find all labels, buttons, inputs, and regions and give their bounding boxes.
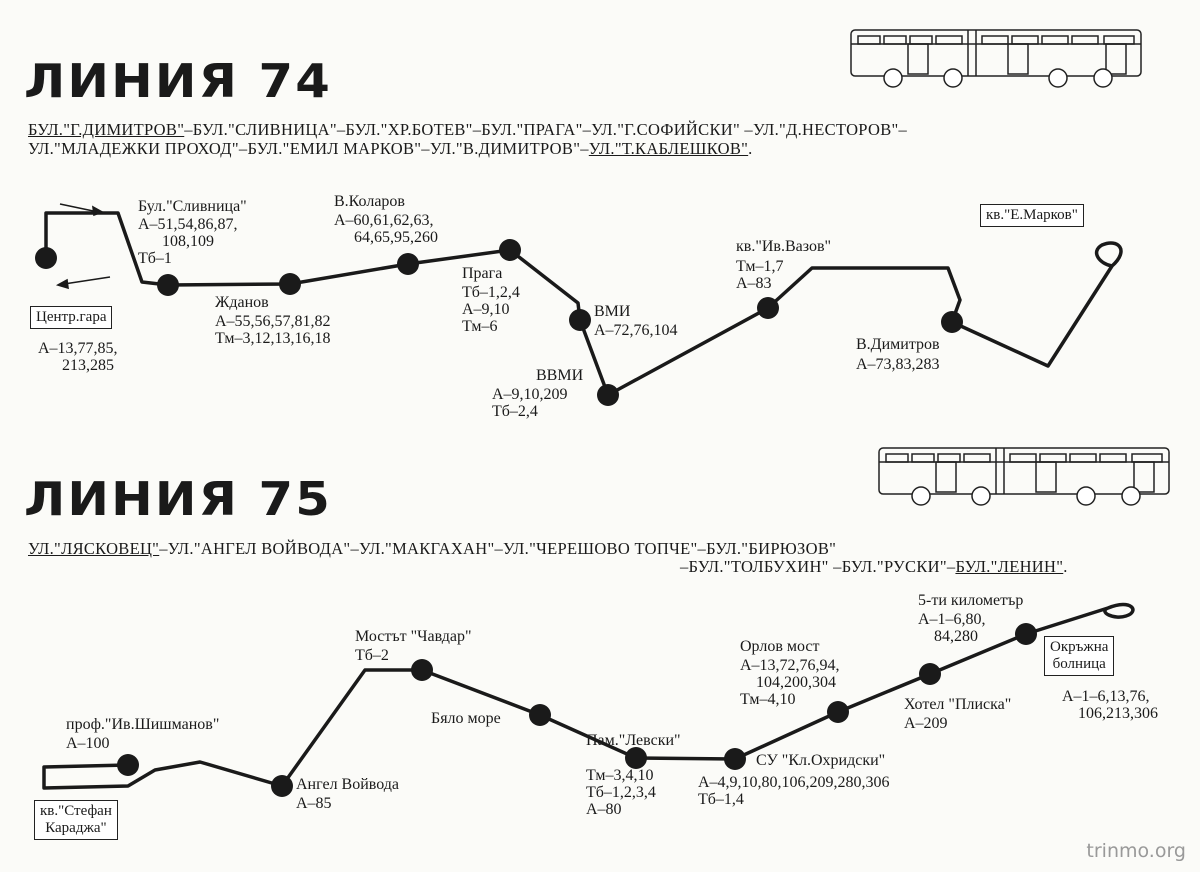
stop-lines: Тм–3,4,10 Тб–1,2,3,4 А–80 <box>586 767 656 818</box>
stop-lines: А–209 <box>904 715 948 732</box>
stop-lines: А–1–6,80, 84,280 <box>918 611 986 645</box>
stop-name: Орлов мост <box>740 638 820 655</box>
stop-dot <box>499 239 521 261</box>
stop-name: В.Коларов <box>334 193 405 210</box>
stop-dot <box>827 701 849 723</box>
stop-lines: А–9,10,209 Тб–2,4 <box>492 386 568 420</box>
stop-name: В.Димитров <box>856 336 940 353</box>
stop-lines: Тм–1,7 А–83 <box>736 258 784 292</box>
route-street-start: БУЛ."Г.ДИМИТРОВ" <box>28 120 185 139</box>
stop-name: Мостът "Чавдар" <box>355 628 472 645</box>
stop-dot <box>157 274 179 296</box>
route-streets: –УЛ."АНГЕЛ ВОЙВОДА"–УЛ."МАКГАХАН"–УЛ."ЧЕ… <box>159 539 837 558</box>
stop-dot <box>279 273 301 295</box>
line74-stops <box>35 239 963 406</box>
stop-name: ВВМИ <box>536 367 584 384</box>
stop-dot <box>271 775 293 797</box>
stop-name: Прага <box>462 265 503 282</box>
stop-name: 5-ти километър <box>918 592 1024 609</box>
line75-route <box>42 602 1135 790</box>
stop-name: Ангел Войвода <box>296 776 400 793</box>
stop-dot <box>117 754 139 776</box>
stop-lines: Тб–1,2,4 А–9,10 Тм–6 <box>462 284 520 335</box>
stop-dot <box>941 311 963 333</box>
route-streets: УЛ."МЛАДЕЖКИ ПРОХОД"–БУЛ."ЕМИЛ МАРКОВ"–У… <box>28 139 589 158</box>
stop-lines: А–100 <box>66 735 110 752</box>
stop-name: Хотел "Плиска" <box>904 696 1012 713</box>
stop-dot <box>529 704 551 726</box>
stop-lines: А–4,9,10,80,106,209,280,306 Тб–1,4 <box>698 774 890 808</box>
line75-route-description-2: –БУЛ."ТОЛБУХИН" –БУЛ."РУСКИ"–БУЛ."ЛЕНИН"… <box>680 557 1068 576</box>
articulated-bus-icon <box>878 447 1170 506</box>
stop-name: проф."Ив.Шишманов" <box>66 716 220 733</box>
stop-lines: А–72,76,104 <box>594 322 678 339</box>
terminal-start-box: Центр.гара <box>30 306 113 329</box>
terminal-start-box: кв."Стефан Караджа" <box>34 800 118 840</box>
stop-dot <box>757 297 779 319</box>
stop-lines: А–60,61,62,63, 64,65,95,260 <box>334 212 438 246</box>
stop-name: кв."Ив.Вазов" <box>736 238 832 255</box>
direction-arrows <box>55 203 111 290</box>
stop-dot <box>411 659 433 681</box>
articulated-bus-icon <box>850 29 1142 88</box>
stop-dot <box>35 247 57 269</box>
route-street-start: УЛ."ЛЯСКОВЕЦ" <box>28 539 160 558</box>
watermark: trinmo.org <box>1086 840 1186 862</box>
terminal-end-box: Окръжна болница <box>1044 636 1115 676</box>
stop-lines: А–13,72,76,94, 104,200,304 Тм–4,10 <box>740 657 840 708</box>
line74-route-description: БУЛ."Г.ДИМИТРОВ"–БУЛ."СЛИВНИЦА"–БУЛ."ХР.… <box>28 120 907 139</box>
stop-lines: Тб–2 <box>355 647 389 664</box>
route-streets: –БУЛ."ТОЛБУХИН" –БУЛ."РУСКИ"– <box>680 557 956 576</box>
stop-lines: А–1–6,13,76, 106,213,306 <box>1062 688 1158 722</box>
stop-dot <box>625 747 647 769</box>
line74-title: ЛИНИЯ 74 <box>24 54 332 108</box>
route-streets: –БУЛ."СЛИВНИЦА"–БУЛ."ХР.БОТЕВ"–БУЛ."ПРАГ… <box>184 120 908 139</box>
stop-dot <box>397 253 419 275</box>
stop-name: СУ "Кл.Охридски" <box>756 752 886 769</box>
line74-route-description-2: УЛ."МЛАДЕЖКИ ПРОХОД"–БУЛ."ЕМИЛ МАРКОВ"–У… <box>28 139 753 158</box>
stop-name: Бяло море <box>431 710 501 727</box>
route-street-end: УЛ."Т.КАБЛЕШКОВ" <box>588 139 749 158</box>
stop-lines: А–13,77,85, 213,285 <box>38 340 118 374</box>
stop-name: Пам."Левски" <box>586 732 681 749</box>
stop-lines: А–85 <box>296 795 332 812</box>
stop-dot <box>597 384 619 406</box>
stop-name: Жданов <box>215 294 269 311</box>
terminal-end-box: кв."Е.Марков" <box>980 204 1084 227</box>
stop-dot <box>1015 623 1037 645</box>
line75-stops <box>117 623 1037 797</box>
stop-dot <box>724 748 746 770</box>
stop-lines: А–55,56,57,81,82 Тм–3,12,13,16,18 <box>215 313 331 347</box>
route-street-end: БУЛ."ЛЕНИН" <box>955 557 1064 576</box>
stop-lines: А–73,83,283 <box>856 356 940 373</box>
stop-name: ВМИ <box>594 303 631 320</box>
line75-route-description: УЛ."ЛЯСКОВЕЦ"–УЛ."АНГЕЛ ВОЙВОДА"–УЛ."МАК… <box>28 539 836 558</box>
line74-route <box>44 211 1123 397</box>
stop-dot <box>569 309 591 331</box>
stop-lines: А–51,54,86,87, 108,109 Тб–1 <box>138 216 238 267</box>
line75-title: ЛИНИЯ 75 <box>24 472 332 526</box>
stop-name: Бул."Сливница" <box>138 198 247 215</box>
stop-dot <box>919 663 941 685</box>
